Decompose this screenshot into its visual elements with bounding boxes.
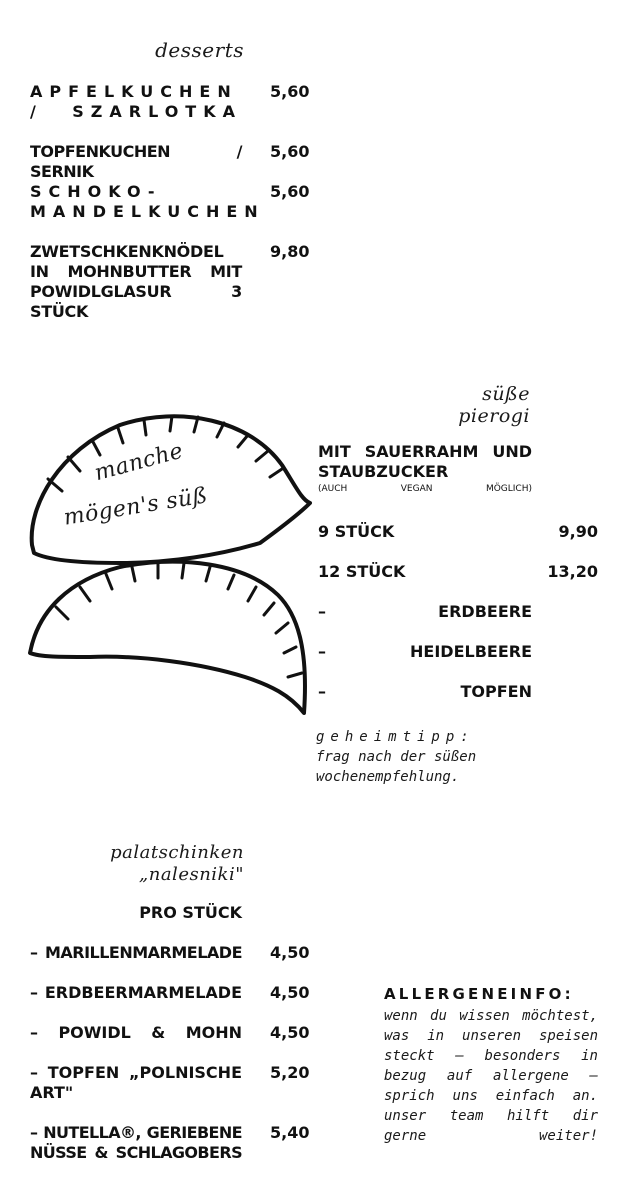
pierogi-filling-row: – ERDBEERE — [318, 602, 532, 622]
palatschinken-item-name: – ERDBEERMARMELADE — [30, 983, 242, 1002]
pierogi-size-label: 12 STÜCK — [318, 562, 406, 581]
pierogi-filling-row: – HEIDELBEERE — [318, 642, 532, 662]
palatschinken-item-price: 5,20 — [270, 1063, 310, 1082]
pierogi-filling-row: – TOPFEN — [318, 682, 532, 702]
dessert-item-price: 5,60 — [270, 82, 310, 101]
palatschinken-heading: „nalesniki" — [138, 864, 244, 885]
dessert-item-name: TOPFENKUCHEN / SERNIK — [30, 142, 243, 181]
pierogi-illustration — [28, 414, 312, 715]
pierogi-size-price: 13,20 — [547, 562, 598, 581]
per-piece-label: PRO STÜCK — [139, 903, 242, 922]
dessert-item-price: 5,60 — [270, 142, 310, 161]
pierogi-size-row: 12 STÜCK 13,20 — [318, 562, 598, 581]
pierogi-heading: süße — [482, 383, 530, 405]
dessert-item-price: 5,60 — [270, 182, 310, 201]
palatschinken-item-price: 4,50 — [270, 1023, 310, 1042]
pierogi-size-price: 9,90 — [558, 522, 598, 541]
pierogi-vegan-note: (AUCH VEGAN MÖGLICH) — [318, 484, 532, 494]
secret-tip-line: frag nach der süßen — [316, 749, 477, 765]
dessert-item-price: 9,80 — [270, 242, 310, 261]
filling-dash: – — [318, 682, 326, 701]
dessert-item-name: APFELKUCHEN / SZARLOTKA — [30, 82, 242, 121]
filling-dash: – — [318, 642, 326, 661]
filling-name: HEIDELBEERE — [410, 642, 532, 661]
palatschinken-item-name: – POWIDL & MOHN — [30, 1023, 242, 1042]
allergen-title: ALLERGENEINFO: — [384, 985, 574, 1003]
pierogi-size-label: 9 STÜCK — [318, 522, 395, 541]
palatschinken-item-price: 5,40 — [270, 1123, 310, 1142]
pierogi-size-row: 9 STÜCK 9,90 — [318, 522, 598, 541]
pierogi-description: MIT SAUERRAHM UND STAUBZUCKER — [318, 442, 532, 481]
palatschinken-item-price: 4,50 — [270, 943, 310, 962]
pierogi-heading: pierogi — [458, 405, 530, 427]
dessert-item-name: SCHOKO- MANDELKUCHEN — [30, 182, 265, 221]
allergen-text: wenn du wissen möchtest, was in unseren … — [384, 1008, 598, 1144]
palatschinken-item-name: – NUTELLA®, GERIEBENE NÜSSE & SCHLAGOBER… — [30, 1123, 243, 1162]
secret-tip-line: wochenempfehlung. — [316, 769, 460, 785]
filling-name: ERDBEERE — [438, 602, 532, 621]
palatschinken-heading: palatschinken — [110, 842, 244, 863]
filling-dash: – — [318, 602, 326, 621]
desserts-heading: desserts — [155, 38, 244, 62]
palatschinken-item-name: – TOPFEN „POLNISCHE ART" — [30, 1063, 242, 1102]
filling-name: TOPFEN — [460, 682, 533, 701]
dessert-item-name: ZWETSCHKENKNÖDEL IN MOHNBUTTER MIT POWID… — [30, 242, 242, 321]
palatschinken-item-price: 4,50 — [270, 983, 310, 1002]
palatschinken-item-name: – MARILLENMARMELADE — [30, 943, 243, 962]
secret-tip-label: geheimtipp: — [316, 729, 475, 745]
